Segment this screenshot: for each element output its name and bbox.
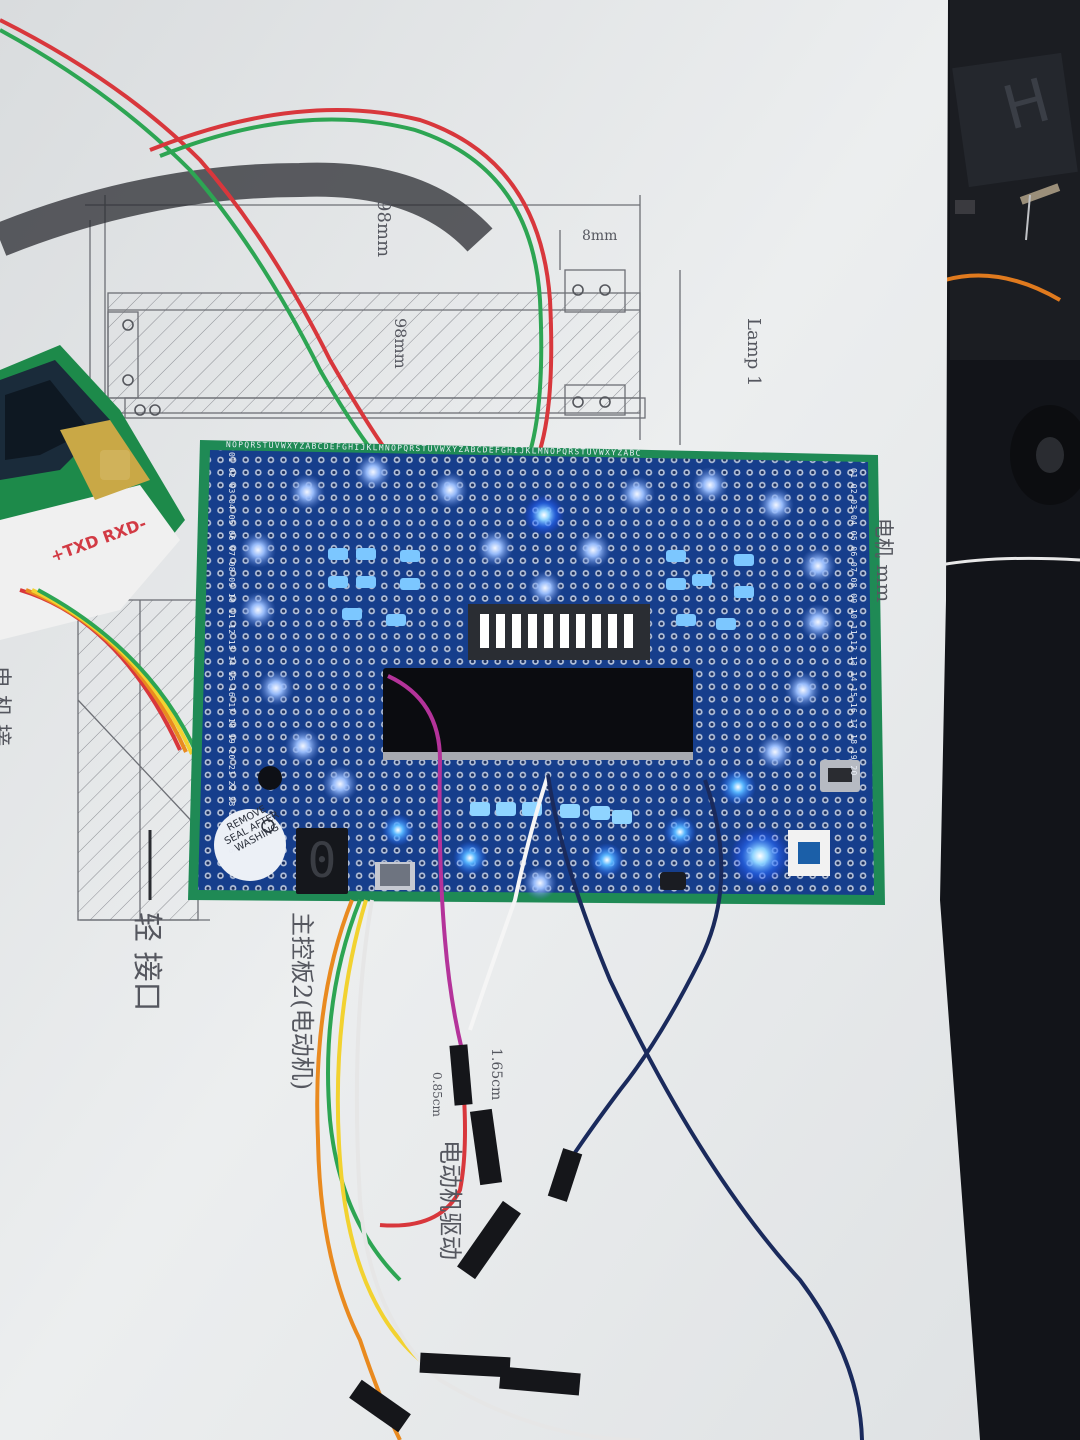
- red-wire-loop: [149, 108, 554, 451]
- note-98mm-mid: 98mm: [391, 318, 410, 369]
- white-wire: [468, 774, 550, 1031]
- yellow-wire-bottom: [335, 899, 422, 1362]
- ic-chip: [383, 668, 693, 756]
- black-shadow-cable: [0, 162, 493, 256]
- board-right-col-label: 01 02 03 04 05 06 07 08 09 10 11 12 13 1…: [849, 468, 858, 776]
- buzzer: [214, 809, 286, 881]
- purple-wire: [387, 674, 464, 1051]
- blue-led-matrix-left: [328, 548, 420, 626]
- note-dim-165: 1.65cm: [488, 1048, 504, 1101]
- note-8mm: 8mm: [582, 228, 618, 244]
- blue-led-row-bottom: [470, 802, 632, 824]
- note-side: 轻 接口: [129, 912, 164, 1012]
- background-clutter: H: [939, 0, 1080, 567]
- led-bargraph: [468, 604, 650, 660]
- seven-segment-digit: 0: [307, 833, 337, 889]
- note-dim-085: 0.85cm: [430, 1072, 444, 1117]
- red-wire-top: [0, 18, 402, 472]
- note-bottom: 主控板2(电动机): [288, 912, 316, 1090]
- black-wire-b: [568, 779, 724, 1162]
- note-right: 电机 mm: [872, 518, 896, 603]
- orange-wire-bottom: [315, 899, 402, 1440]
- seven-segment-display: [296, 828, 348, 894]
- black-wire-a: [546, 774, 864, 1440]
- bargraph-segments: [480, 614, 633, 648]
- note-left: 电 机 接: [0, 666, 18, 746]
- white-wire-bottom: [354, 899, 641, 1440]
- note-bottom-b: 电动机驱动: [436, 1140, 464, 1260]
- board-left-col-label: 01 02 03 04 05 06 07 08 09 10 11 12 13 1…: [227, 452, 236, 854]
- power-led: [730, 826, 790, 886]
- blue-led-matrix-right: [666, 550, 754, 630]
- dupont-connectors: [349, 1044, 583, 1433]
- serial-module: [0, 345, 200, 757]
- white-leds: [240, 454, 836, 900]
- note-98mm-top: 98mm: [373, 200, 394, 258]
- note-lamp: Lamp 1: [743, 318, 764, 387]
- green-wire-top: [0, 28, 394, 477]
- drawing-holes: [122, 284, 611, 416]
- green-wire-loop: [159, 117, 544, 453]
